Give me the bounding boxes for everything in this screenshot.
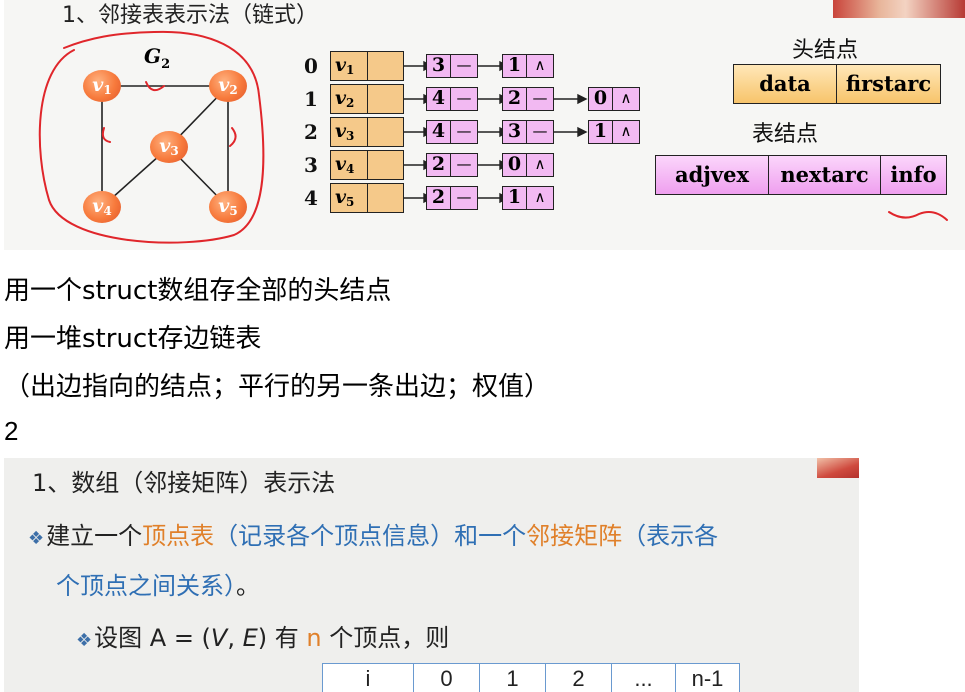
underline-info-annotation	[888, 211, 948, 221]
list-node: 1∧	[588, 120, 640, 144]
webcam-overlay	[817, 458, 859, 478]
diamond-bullet-icon: ❖	[28, 528, 45, 549]
row-index: 3	[304, 153, 318, 177]
head-pointer-cell	[368, 84, 404, 114]
list-node: 4—	[426, 120, 478, 144]
head-cell: v4	[330, 150, 368, 180]
vertex-v2: v2	[209, 70, 247, 102]
head-pointer-cell	[368, 183, 404, 213]
vertex-v4: v4	[83, 191, 121, 223]
head-cell: v5	[330, 183, 368, 213]
mark-annotation-right	[229, 127, 237, 147]
tick-annotation	[145, 81, 165, 92]
slide1-title: 1、邻接表表示法（链式）	[62, 3, 318, 28]
slide2-bullet-2: ❖设图 A = (V, E) 有 n 个顶点，则	[76, 624, 450, 652]
head-node-struct: data firstarc	[733, 64, 941, 104]
list-node: 0∧	[588, 87, 640, 111]
graph-label: G2	[144, 44, 171, 72]
webcam-overlay	[833, 0, 965, 18]
list-node: 2—	[502, 87, 554, 111]
slide-adjacency-list: 1、邻接表表示法（链式）	[4, 0, 965, 250]
note-line-1: 用一个struct数组存全部的头结点	[4, 276, 392, 306]
list-node: 1∧	[502, 186, 554, 210]
table-node-label: 表结点	[752, 122, 819, 147]
circle-annotation	[38, 30, 265, 244]
head-cell: v3	[330, 117, 368, 147]
field-firstarc: firstarc	[836, 65, 940, 103]
field-info: info	[880, 156, 946, 194]
field-adjvex: adjvex	[675, 162, 749, 187]
row-index: 4	[304, 186, 318, 210]
slide2-bullet-1-continued: 个顶点之间关系）。	[56, 572, 260, 600]
table-node-struct: adjvex nextarc info	[655, 155, 947, 195]
field-data: data	[759, 71, 811, 96]
head-pointer-cell	[368, 150, 404, 180]
vertex-v3: v3	[150, 131, 188, 163]
table-header-cell: i	[365, 666, 371, 691]
list-node: 3—	[426, 54, 478, 78]
term-adjacency-matrix: 邻接矩阵	[526, 522, 623, 550]
row-index: 1	[304, 87, 318, 111]
list-node: 0∧	[502, 153, 554, 177]
head-cell: v2	[330, 84, 368, 114]
head-cell: v1	[330, 51, 368, 81]
head-node-label: 头结点	[792, 38, 859, 63]
mark-annotation-left	[101, 127, 111, 143]
note-line-4: 2	[4, 416, 19, 446]
vertex-v5: v5	[209, 191, 247, 223]
note-line-3: （出边指向的结点；平行的另一条出边；权值）	[4, 372, 551, 402]
vertex-v1: v1	[83, 70, 121, 102]
table-header-cell: 0	[413, 664, 479, 692]
list-node: 3—	[502, 120, 554, 144]
term-vertex-table: 顶点表	[142, 522, 215, 550]
matrix-index-table: i 0 1 2 ... n-1	[322, 663, 740, 692]
head-pointer-cell	[368, 117, 404, 147]
list-node: 2—	[426, 153, 478, 177]
slide-adjacency-matrix: 1、数组（邻接矩阵）表示法 ❖建立一个顶点表（记录各个顶点信息）和一个邻接矩阵（…	[4, 458, 859, 692]
table-header-cell: 1	[479, 664, 545, 692]
table-header-cell: ...	[611, 664, 675, 692]
table-header-cell: 2	[545, 664, 611, 692]
slide2-title: 1、数组（邻接矩阵）表示法	[32, 469, 336, 497]
head-pointer-cell	[368, 51, 404, 81]
slide2-bullet-1: ❖建立一个顶点表（记录各个顶点信息）和一个邻接矩阵（表示各	[28, 522, 719, 550]
row-index: 2	[304, 120, 318, 144]
list-arrows	[386, 60, 588, 204]
note-line-2: 用一堆struct存边链表	[4, 324, 262, 354]
field-nextarc: nextarc	[768, 156, 880, 194]
list-node: 1∧	[502, 54, 554, 78]
table-header-cell: n-1	[675, 664, 739, 692]
row-index: 0	[304, 54, 318, 78]
diamond-bullet-icon: ❖	[76, 630, 93, 651]
list-node: 2—	[426, 186, 478, 210]
list-node: 4—	[426, 87, 478, 111]
red-annotations	[38, 30, 948, 244]
